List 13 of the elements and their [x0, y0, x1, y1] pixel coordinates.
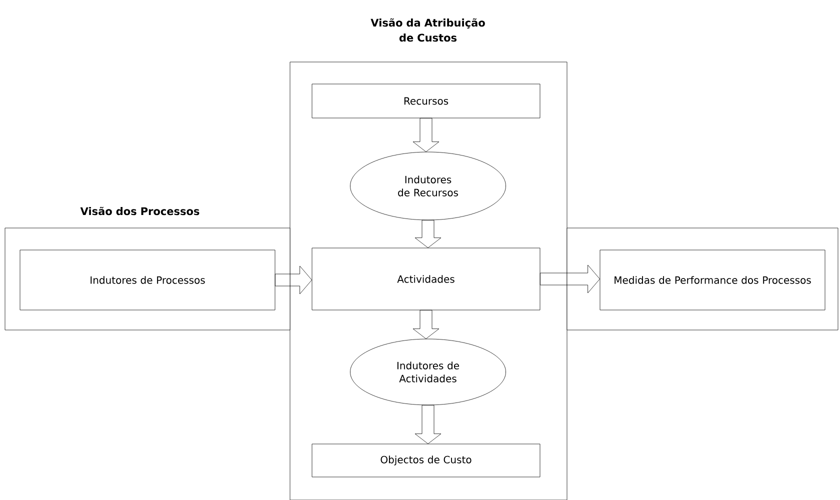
- node-label: Visão da Atribuição de Custos: [370, 18, 485, 42]
- arrow: [540, 264, 600, 294]
- process-box: Objectos de Custo: [312, 444, 540, 478]
- process-box: Medidas de Performance dos Processos: [600, 250, 826, 310]
- arrow: [414, 220, 442, 248]
- node-label: Visão dos Processos: [80, 206, 200, 216]
- arrow: [412, 310, 440, 339]
- arrow: [275, 266, 312, 294]
- process-box: Recursos: [312, 84, 540, 118]
- arrow: [412, 118, 440, 152]
- process-box: Indutores de Processos: [20, 250, 276, 310]
- arrow: [414, 405, 442, 444]
- process-box: Actividades: [312, 248, 540, 310]
